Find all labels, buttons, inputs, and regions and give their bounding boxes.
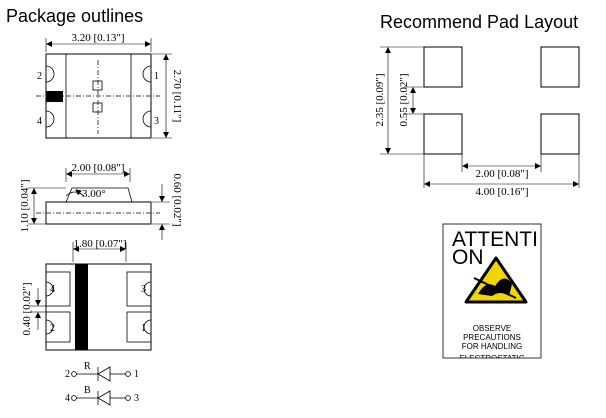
esd-warning-label: ATTENTI ON OBSERVE PRECAUTIONS FOR HANDL… — [442, 223, 542, 363]
pad-inner-width-dim: 2.00 [0.08"] — [475, 168, 528, 180]
warning-text-line1: OBSERVE — [473, 324, 512, 333]
pad-layout: 2.35 [0.09"] 0.55 [0.02"] 2.00 [0.08"] 4… — [374, 46, 580, 198]
top-pin-2: 2 — [37, 71, 42, 82]
bottom-pin-2: 2 — [50, 323, 55, 334]
schematic-b-cathode: 3 — [134, 393, 139, 404]
package-outlines-title: Package outlines — [6, 6, 143, 26]
pad-layout-title: Recommend Pad Layout — [380, 12, 578, 32]
warning-text-line3: FOR HANDLING — [462, 342, 522, 351]
led-schematic: 2 1 R 4 3 B — [65, 361, 139, 406]
bottom-pin-1: 1 — [141, 323, 146, 334]
bottom-width-dim: 1.80 [0.07"] — [73, 238, 126, 250]
schematic-r-anode: 2 — [65, 369, 70, 380]
top-pin-3: 3 — [154, 116, 159, 127]
side-angle-dim: 3.00° — [82, 188, 106, 200]
bottom-view: 1.80 [0.07"] 4 3 2 1 0.40 [0.02"] — [21, 238, 152, 351]
pad-height-dim: 2.35 [0.09"] — [374, 73, 386, 126]
warning-text-line4: ELECTROSTATIC — [459, 354, 524, 363]
top-view: 3.20 [0.13"] 2 1 4 3 2.70 [0.11"] — [36, 32, 183, 139]
side-width-dim: 2.00 [0.08"] — [71, 162, 124, 174]
bottom-pin-3: 3 — [141, 284, 146, 295]
side-view: 2.00 [0.08"] 3.00° 1.10 [0.04"] 0.60 [0.… — [19, 162, 183, 240]
pad-gap-dim: 0.55 [0.02"] — [398, 73, 410, 126]
pad-outer-width-dim: 4.00 [0.16"] — [475, 186, 528, 198]
top-height-dim: 2.70 [0.11"] — [171, 70, 183, 123]
bottom-pitch-dim: 0.40 [0.02"] — [21, 282, 33, 335]
side-height-left-dim: 1.10 [0.04"] — [19, 179, 31, 232]
side-height-right-dim: 0.60 [0.02"] — [171, 173, 183, 226]
schematic-b-anode: 4 — [65, 393, 70, 404]
schematic-r-cathode: 1 — [134, 369, 139, 380]
top-width-dim: 3.20 [0.13"] — [71, 32, 124, 44]
schematic-b-label: B — [84, 385, 91, 396]
bottom-pin-4: 4 — [50, 284, 55, 295]
schematic-r-label: R — [84, 361, 91, 372]
warning-title-line2: ON — [452, 246, 484, 269]
warning-text-line2: PRECAUTIONS — [463, 333, 521, 342]
warning-title-line1: ATTENTI — [452, 228, 538, 251]
top-pin-1: 1 — [154, 71, 159, 82]
top-pin-4: 4 — [37, 116, 42, 127]
